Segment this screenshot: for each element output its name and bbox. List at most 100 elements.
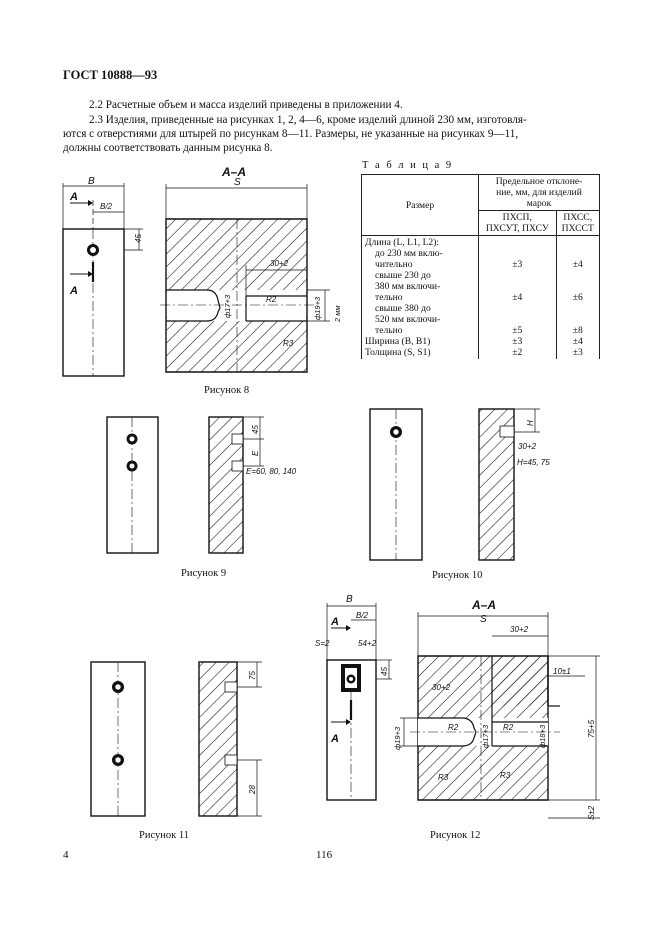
fig12-section-A-bottom: А xyxy=(330,733,339,745)
fig12-dim-30-top: 30+2 xyxy=(510,625,529,634)
table9-head-dev-line: ние, мм, для изделий xyxy=(496,187,582,198)
fig9-E-values: E=60, 80, 140 xyxy=(246,467,297,476)
fig12-dim-s2: S=2 xyxy=(315,639,330,648)
table9-value: ±2 xyxy=(512,347,523,358)
fig12-phi19: ф19+3 xyxy=(393,726,402,750)
fig12-dim-B: B xyxy=(346,594,353,605)
table9-value: ±4 xyxy=(572,259,583,270)
fig8-section-A-bottom: А xyxy=(69,285,78,297)
fig9-section-view xyxy=(208,416,264,554)
fig8-R3: R3 xyxy=(283,339,294,348)
table9-line: тельно xyxy=(375,325,403,336)
table9-head-size: Размер xyxy=(361,174,479,236)
fig9-caption: Рисунок 9 xyxy=(181,568,227,579)
fig10-dim-H: H xyxy=(526,420,535,426)
fig12-dim-B2: B/2 xyxy=(356,611,369,620)
fig10-front-view xyxy=(369,408,423,561)
table9-value: ±4 xyxy=(512,292,523,303)
table9-value: ±6 xyxy=(572,292,583,303)
fig8-title-AA: А–А xyxy=(221,165,246,179)
fig8-dim-B: B xyxy=(88,176,95,187)
table9-length-title: Длина (L, L1, L2): xyxy=(365,237,440,248)
fig12-R2-left: R2 xyxy=(448,723,459,732)
fig12-title-AA: А–А xyxy=(471,598,496,612)
table9-line: тельно xyxy=(375,292,403,303)
table9-head-deviation: Предельное отклоне- ние, мм, для изделий… xyxy=(478,174,600,211)
fig12-dim-45: 45 xyxy=(380,667,389,676)
table9-col1-values: ±3 ±4 ±5 ±3 ±2 xyxy=(478,235,557,359)
paragraph-2-3-line3: должны соответствовать данным рисунка 8. xyxy=(63,142,273,154)
fig10-dim-30: 30+2 xyxy=(518,442,537,451)
fig12-dim-10: 10±1 xyxy=(553,667,571,676)
table9-col2-values: ±4 ±6 ±8 ±4 ±3 xyxy=(555,235,601,359)
fig12-phi18: ф18+3 xyxy=(538,724,547,748)
table9-line: 520 мм включи- xyxy=(375,314,441,325)
fig12-R3-left: R3 xyxy=(438,773,449,782)
table9-head-dev-line: марок xyxy=(526,198,552,209)
fig10-caption: Рисунок 10 xyxy=(432,570,483,581)
fig8-caption: Рисунок 8 xyxy=(204,385,250,396)
table9-line: свыше 230 до xyxy=(375,270,431,281)
table9-title: Т а б л и ц а 9 xyxy=(362,160,454,171)
table9-col2-head: ПХСС, ПХССТ xyxy=(555,210,601,236)
page-number-center: 116 xyxy=(316,849,333,861)
table9-line: до 230 мм вклю- xyxy=(375,248,443,259)
table9-width: Ширина (B, B1) xyxy=(365,336,431,347)
fig10-H-values: H=45, 75 xyxy=(517,458,550,467)
fig11-dim-75: 75 xyxy=(248,671,257,680)
fig12-front-view xyxy=(326,603,392,801)
fig11-front-view xyxy=(90,661,146,817)
table9-thickness: Толщина (S, S1) xyxy=(365,347,431,358)
fig8-section-view xyxy=(160,184,330,373)
fig12-dim-S: S xyxy=(480,614,487,625)
table9-size-cell: Длина (L, L1, L2): до 230 мм вклю- чител… xyxy=(361,235,479,359)
table9-col1-line: ПХСУТ, ПХСУ xyxy=(485,223,549,234)
standard-header: ГОСТ 10888—93 xyxy=(63,68,158,82)
fig11-dim-28: 28 xyxy=(248,785,257,795)
table9-len1: до 230 мм вклю- чительно свыше 230 до 38… xyxy=(365,248,475,336)
fig8-section-A-top: А xyxy=(69,191,78,203)
table9-col2-line: ПХССТ xyxy=(561,223,594,234)
fig12-dim-s12: S±2 xyxy=(587,805,596,820)
fig8-R2: R2 xyxy=(266,295,277,304)
fig12-section-A-top: А xyxy=(330,616,339,628)
fig12-R2-right: R2 xyxy=(503,723,514,732)
fig12-dim-30-inner: 30+2 xyxy=(432,683,451,692)
table9-line: 380 мм включи- xyxy=(375,281,441,292)
fig12-dim-54: 54+2 xyxy=(358,639,377,648)
table9-value: ±8 xyxy=(572,325,583,336)
table9-col2-line: ПХСС, xyxy=(563,212,593,223)
paragraph-2-3-line2: ются с отверстиями для штырей по рисунка… xyxy=(63,128,519,140)
fig11-caption: Рисунок 11 xyxy=(139,830,189,841)
table9-value: ±3 xyxy=(512,259,523,270)
fig9-front-view xyxy=(106,416,159,554)
fig8-dim-45: 45 xyxy=(134,234,143,243)
table9-value: ±4 xyxy=(572,336,583,347)
table9-value: ±3 xyxy=(572,347,583,358)
fig12-section-view xyxy=(400,612,600,819)
table9-col1-head: ПХСП, ПХСУТ, ПХСУ xyxy=(478,210,557,236)
fig8-phi19: ф19+3 xyxy=(313,296,322,320)
fig10-section-view xyxy=(478,408,540,561)
fig8-dim-2mm: 2 мм xyxy=(333,305,342,323)
fig11-section-view xyxy=(198,661,262,817)
fig9-dim-45: 45 xyxy=(251,425,260,434)
page-number-left: 4 xyxy=(63,849,69,861)
table9-line: чительно xyxy=(375,259,413,270)
fig8-dim-30: 30+2 xyxy=(270,259,289,268)
table-9: Размер Предельное отклоне- ние, мм, для … xyxy=(361,174,601,359)
fig12-phi17: ф17+3 xyxy=(481,724,490,748)
fig12-dim-75: 75+5 xyxy=(587,719,596,738)
fig8-dim-B2: B/2 xyxy=(100,202,113,211)
paragraph-2-3-line1: 2.3 Изделия, приведенные на рисунках 1, … xyxy=(89,114,527,126)
fig9-dim-E: E xyxy=(251,450,260,456)
table9-head-dev-line: Предельное отклоне- xyxy=(495,176,583,187)
fig12-R3-right: R3 xyxy=(500,771,511,780)
table9-value: ±5 xyxy=(512,325,523,336)
fig12-caption: Рисунок 12 xyxy=(430,830,481,841)
fig8-dim-S: S xyxy=(234,177,241,188)
fig8-front-view xyxy=(62,183,143,377)
table9-col1-line: ПХСП, xyxy=(502,212,532,223)
fig8-phi17: ф17+3 xyxy=(223,294,232,318)
